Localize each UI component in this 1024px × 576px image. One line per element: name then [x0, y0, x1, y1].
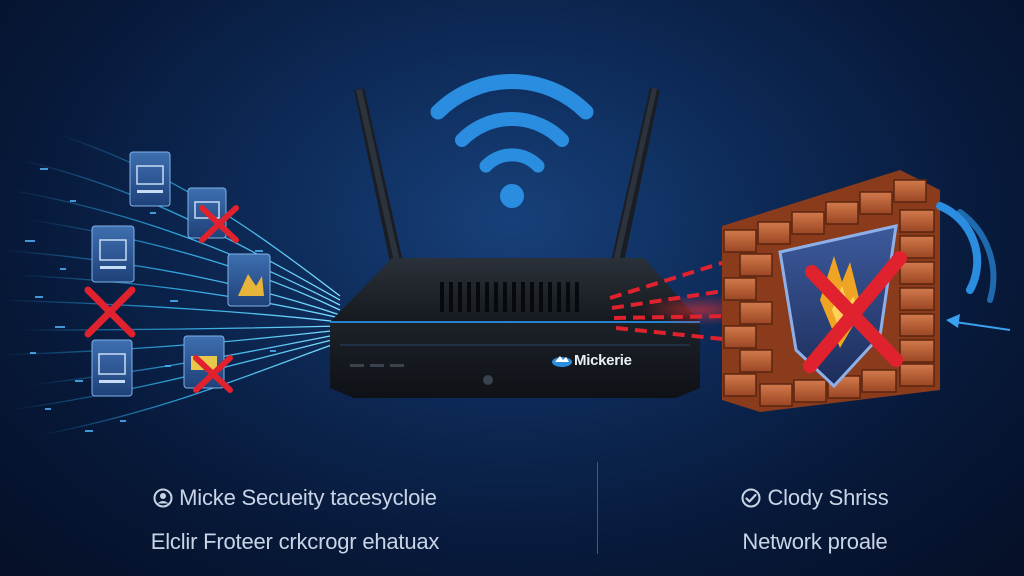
vent-grille: [440, 282, 579, 312]
data-dots: [25, 168, 276, 432]
router-brand-text: Mickerie: [574, 352, 632, 369]
incoming-arrow: [954, 321, 1011, 331]
user-circle-icon: [153, 488, 173, 508]
right-caption-title: Clody Shriss: [767, 485, 889, 510]
right-caption-subtitle: Network proale: [742, 529, 888, 554]
left-caption-title: Micke Secueity tacesycloie: [179, 485, 437, 510]
blocked-x-icon: [193, 355, 233, 393]
wifi-icon: [430, 73, 594, 208]
caption-divider: [597, 462, 598, 554]
right-caption: Clody Shriss Network proale: [606, 485, 1024, 555]
document-icon: [91, 339, 133, 397]
blocked-x-icon: [199, 205, 239, 243]
signal-arcs: [936, 202, 997, 303]
left-caption: Micke Secueity tacesycloie Elclir Frotee…: [0, 485, 590, 555]
document-icon: [227, 253, 271, 307]
router-brand-label: Mickerie: [552, 352, 632, 369]
router-illustration: [330, 88, 700, 398]
brand-logo-icon: [552, 356, 572, 367]
left-caption-line-1: Micke Secueity tacesycloie: [0, 485, 590, 511]
firewall-icon: [722, 170, 1011, 412]
blocked-x-icon: [84, 286, 136, 338]
check-circle-icon: [741, 488, 761, 508]
blocked-x-icon: [803, 251, 907, 373]
left-caption-subtitle: Elclir Froteer crkcrogr ehatuax: [150, 529, 440, 554]
document-icon: [129, 151, 171, 207]
document-icon: [91, 225, 135, 283]
right-caption-line-1: Clody Shriss: [606, 485, 1024, 511]
